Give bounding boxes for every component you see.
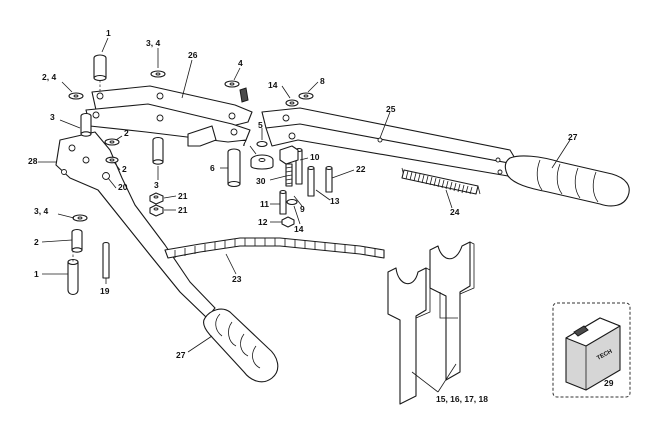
pin-2-low <box>71 228 83 253</box>
callout-11: 11 <box>260 199 269 209</box>
jaw-set-15-18 <box>387 241 475 405</box>
callout-23: 23 <box>232 274 242 284</box>
leader-lines <box>38 37 571 393</box>
callout-26: 26 <box>188 50 198 60</box>
callout-3-mid: 3 <box>154 180 159 190</box>
callout-21-a: 21 <box>178 191 188 201</box>
callout-12: 12 <box>258 217 268 227</box>
callout-25: 25 <box>386 104 396 114</box>
washer-3-4-low <box>72 214 88 222</box>
callout-13: 13 <box>330 196 340 206</box>
callout-2-low: 2 <box>34 237 39 247</box>
washer-14-low <box>286 198 298 206</box>
washer-2-4-left <box>68 92 84 100</box>
callout-7: 7 <box>242 138 247 148</box>
callout-2-a: 2 <box>124 128 129 138</box>
lower-grip-27 <box>203 308 279 383</box>
callout-28: 28 <box>28 156 38 166</box>
nut-21-a <box>149 192 164 205</box>
callout-3-4-low: 3, 4 <box>34 206 48 216</box>
carry-case-29: TECH <box>552 302 631 398</box>
spring-24 <box>401 167 481 195</box>
washer-2-a <box>104 138 120 146</box>
screw-4 <box>239 87 249 103</box>
washer-4 <box>224 80 240 88</box>
sleeve-6 <box>227 148 241 188</box>
callout-2-4-left: 2, 4 <box>42 72 56 82</box>
callout-21-b: 21 <box>178 205 188 215</box>
pin-3-left <box>80 112 92 137</box>
callout-19: 19 <box>100 286 110 296</box>
nut-21-b <box>149 204 164 217</box>
gear-7 <box>250 154 274 170</box>
callout-30: 30 <box>256 176 266 186</box>
callout-5: 5 <box>258 120 263 130</box>
chain-23 <box>164 237 385 259</box>
pin-19 <box>102 241 110 279</box>
callout-8: 8 <box>320 76 325 86</box>
pin-22 <box>325 165 333 193</box>
callout-29: 29 <box>604 378 614 388</box>
upper-plate-26 <box>85 85 253 147</box>
lower-handle-28 <box>55 131 216 319</box>
callout-14-top: 14 <box>268 80 278 90</box>
callout-27-low: 27 <box>176 350 186 360</box>
callout-2-b: 2 <box>122 164 127 174</box>
callout-15-18: 15, 16, 17, 18 <box>436 394 488 404</box>
pin-13 <box>307 165 315 197</box>
callout-22: 22 <box>356 164 366 174</box>
washer-8 <box>298 92 314 100</box>
callout-4: 4 <box>238 58 243 68</box>
washer-2-b <box>105 156 119 164</box>
block-9 <box>279 145 299 165</box>
pin-1-low <box>67 250 79 296</box>
callout-9: 9 <box>300 204 305 214</box>
right-grip-27 <box>504 155 630 207</box>
callout-10: 10 <box>310 152 320 162</box>
callout-labels: 1 3, 4 26 4 2, 4 3 2 28 2 20 3 3, 4 21 2… <box>28 28 614 404</box>
callout-14-low: 14 <box>294 224 304 234</box>
nut-12 <box>281 216 295 228</box>
callout-3-left: 3 <box>50 112 55 122</box>
callout-6: 6 <box>210 163 215 173</box>
callout-1-low: 1 <box>34 269 39 279</box>
callout-27-right: 27 <box>568 132 578 142</box>
pin-1-top <box>93 54 107 92</box>
case-frame <box>552 302 631 398</box>
callout-24: 24 <box>450 207 460 217</box>
washer-3-4-top <box>150 70 166 78</box>
spring-30 <box>285 163 293 187</box>
callout-1-top: 1 <box>106 28 111 38</box>
pin-3-mid <box>152 136 164 165</box>
callout-20: 20 <box>118 182 128 192</box>
pin-11 <box>279 189 287 215</box>
washer-14-top <box>285 99 299 107</box>
washer-5 <box>256 140 268 148</box>
callout-3-4-top: 3, 4 <box>146 38 160 48</box>
